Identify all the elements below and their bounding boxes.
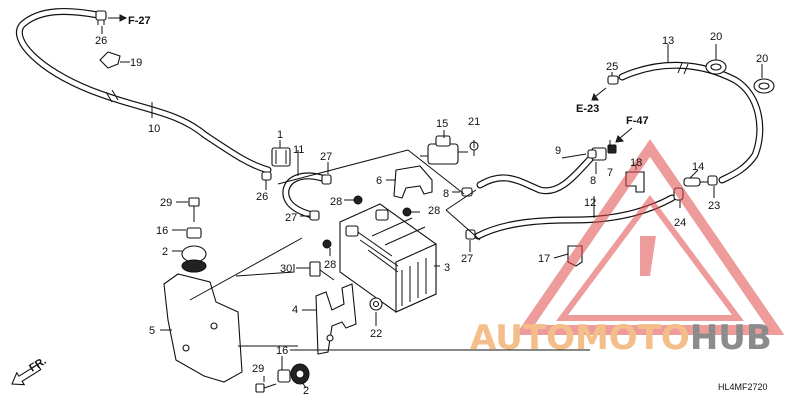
hose-12 <box>474 194 676 240</box>
rubber-2-b <box>290 363 310 385</box>
hose-9 <box>476 153 596 195</box>
clamp-8-right <box>461 187 473 197</box>
rubber-2-a <box>181 245 207 273</box>
callout-27-c: 27 <box>461 253 473 265</box>
callout-17: 17 <box>538 253 550 265</box>
callout-labels: 26 19 10 1 11 26 27 27 6 28 28 28 30 4 2… <box>95 31 768 397</box>
callout-20-a: 20 <box>710 31 722 43</box>
watermark-text: AUTOMOTOHUB <box>470 318 772 358</box>
clamp-26-top <box>95 10 107 25</box>
callout-19: 19 <box>130 57 142 69</box>
clamp-26-mid <box>261 171 272 181</box>
grommet-20-a <box>705 59 727 75</box>
bracket-6 <box>393 165 433 199</box>
callout-16-b: 16 <box>276 345 288 357</box>
callout-28-b: 28 <box>428 205 440 217</box>
callout-12: 12 <box>584 197 596 209</box>
callout-8-right: 8 <box>443 188 449 200</box>
clamp-27-b <box>309 210 320 221</box>
callout-22: 22 <box>370 328 382 340</box>
callout-25: 25 <box>606 61 618 73</box>
ref-f27: F-27 <box>128 15 151 27</box>
callout-26-top: 26 <box>95 35 107 47</box>
bolt-29-b <box>255 383 277 393</box>
callout-3: 3 <box>444 262 450 274</box>
callout-27-b: 27 <box>285 212 297 224</box>
callout-18: 18 <box>630 157 642 169</box>
callout-27-a: 27 <box>320 151 332 163</box>
ref-arrow-e23 <box>591 87 607 101</box>
callout-14: 14 <box>692 161 704 173</box>
ref-arrow-f47 <box>615 127 633 143</box>
hose-11 <box>282 172 326 219</box>
callout-13: 13 <box>662 35 674 47</box>
callout-23: 23 <box>708 200 720 212</box>
bolt-30 <box>309 261 335 281</box>
grommet-20-b <box>753 78 775 94</box>
ref-e23: E-23 <box>576 103 599 115</box>
joint-14 <box>683 177 712 187</box>
watermark-logo <box>515 139 785 335</box>
bracket-4 <box>315 283 357 355</box>
bolt-29-a <box>188 197 200 222</box>
diagram-code: HL4MF2720 <box>718 382 768 392</box>
clamp-23 <box>707 175 718 186</box>
callout-8-upper: 8 <box>590 175 596 187</box>
callout-11: 11 <box>293 144 304 156</box>
collar-16-a <box>186 227 202 239</box>
bolt-28-a <box>353 195 363 205</box>
ref-f47: F-47 <box>626 115 649 127</box>
callout-6: 6 <box>376 175 382 187</box>
collar-16-b <box>277 369 291 383</box>
ref-arrow-f27 <box>108 14 128 22</box>
clamp-27-a <box>321 174 332 185</box>
callout-9: 9 <box>555 145 561 157</box>
hose-10 <box>15 7 272 174</box>
callout-28-c: 28 <box>324 259 336 271</box>
leader-lines <box>101 26 763 389</box>
callout-7: 7 <box>607 167 613 179</box>
clamp-1 <box>271 147 291 167</box>
callout-29-b: 29 <box>252 363 264 375</box>
callout-26-mid: 26 <box>256 191 268 203</box>
clamp-27-c <box>465 229 476 240</box>
callout-10: 10 <box>148 123 160 135</box>
nut-22 <box>369 297 383 311</box>
callout-28-a: 28 <box>330 196 342 208</box>
callout-4: 4 <box>292 304 298 316</box>
front-arrow-icon <box>11 363 42 386</box>
callout-5: 5 <box>149 325 155 337</box>
callout-15: 15 <box>436 118 448 130</box>
canister-3 <box>339 203 437 313</box>
callout-30: 30 <box>280 263 292 275</box>
callout-21: 21 <box>468 116 480 128</box>
purge-valve-15 <box>420 135 468 165</box>
bracket-5 <box>163 273 243 383</box>
callout-29-a: 29 <box>160 197 172 209</box>
bolt-28-c <box>322 239 332 249</box>
bolt-28-b <box>402 207 412 217</box>
callout-20-b: 20 <box>756 53 768 65</box>
callout-1: 1 <box>277 129 283 141</box>
clamp-25 <box>607 75 619 85</box>
callout-2-b: 2 <box>303 385 309 397</box>
clamp-8-upper <box>587 149 597 159</box>
hose-13 <box>618 61 764 184</box>
clamp-19 <box>99 51 121 69</box>
callout-24: 24 <box>674 217 686 229</box>
callout-16-a: 16 <box>156 225 168 237</box>
callout-2-a: 2 <box>162 246 168 258</box>
